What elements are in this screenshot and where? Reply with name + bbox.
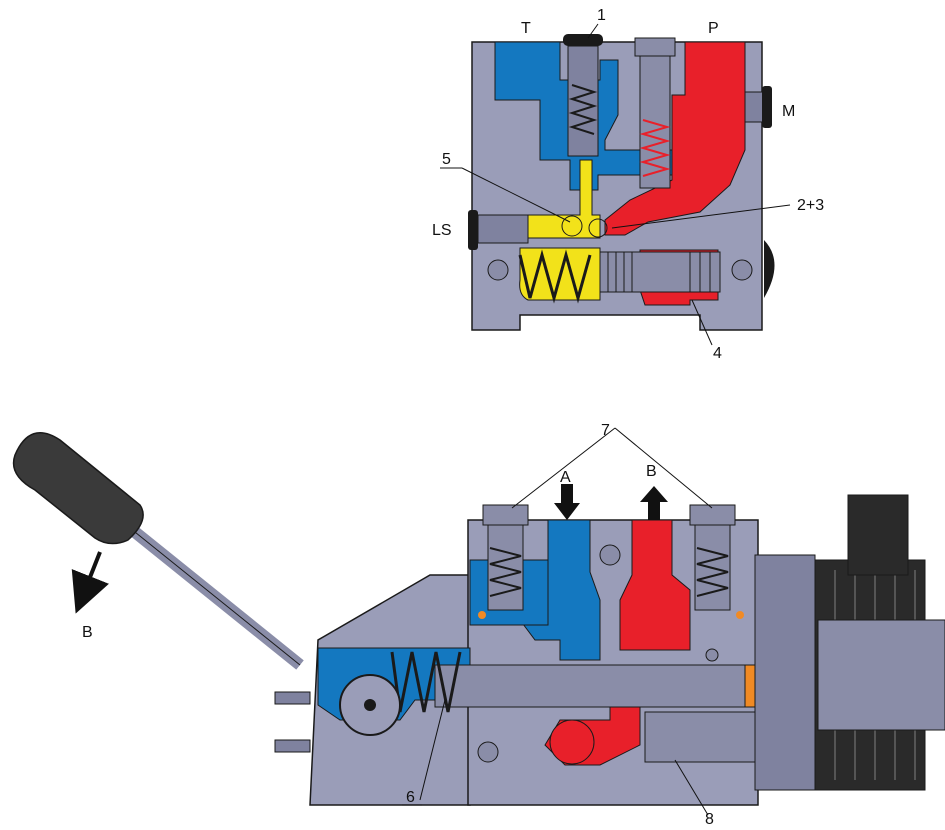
part-5-ring (561, 215, 583, 237)
lever-motion-arrow (71, 551, 109, 614)
m-port-plug (744, 91, 764, 123)
label-part-6: 6 (406, 789, 415, 806)
pressure-channel (604, 41, 746, 236)
bottom-hole-centre (599, 544, 621, 566)
leader-lines (402, 23, 791, 816)
pressure-cartridge-spring (639, 119, 671, 177)
bottom-hole-left-lower (477, 741, 499, 763)
housing-bolt-upper (274, 691, 311, 705)
bottom-hole-right-upper (736, 611, 744, 619)
label-part-5: 5 (442, 151, 451, 168)
port-b-arrow (640, 486, 668, 520)
ls-port-plug (477, 214, 529, 244)
label-t-port: T (521, 20, 531, 37)
spool-4-body (599, 251, 721, 293)
top-valve-block (468, 34, 775, 331)
lever-cam-pin (364, 699, 376, 711)
part-2-3-ring (588, 218, 608, 238)
valve-1-cap (563, 34, 603, 46)
bottom-valve-block (12, 432, 945, 806)
label-part-2-3: 2+3 (797, 197, 824, 214)
solenoid-flange (754, 554, 816, 791)
lower-pressure-chamber (549, 719, 595, 765)
ls-port-plug-head (468, 210, 478, 250)
spool-4-ridges (607, 252, 711, 292)
lever-knob (12, 432, 144, 545)
lever-rod-edge (119, 519, 301, 666)
m-port-plug-head (762, 86, 772, 128)
solenoid-connector (847, 494, 909, 576)
check-valve-7-left-spring (489, 547, 522, 597)
housing-bolt-lower (274, 739, 311, 753)
check-valve-7-right-spring (696, 547, 729, 597)
cartridge-8 (644, 711, 756, 763)
pressure-cartridge-cap (634, 37, 676, 57)
label-port-b: B (646, 463, 657, 480)
spool-4-spring (518, 249, 592, 304)
valve-1-spring (568, 84, 598, 135)
spool-orange-end (744, 664, 756, 708)
load-sense-channel (527, 159, 601, 239)
bottom-hole-right-lower (705, 648, 719, 662)
label-port-a: A (560, 469, 571, 486)
label-part-7: 7 (601, 422, 610, 439)
diagram-labels: T 1 P M 5 2+3 LS 4 7 A B B 6 8 (82, 7, 824, 828)
label-part-1: 1 (597, 7, 606, 24)
label-part-4: 4 (713, 345, 722, 362)
check-valve-7-left-cap (482, 504, 529, 526)
right-side-knob (764, 240, 775, 298)
port-a-arrow (554, 484, 580, 520)
bottom-hole-left-upper (478, 611, 486, 619)
port-b-channel (619, 519, 691, 651)
label-lever-b: B (82, 624, 93, 641)
label-m-port: M (782, 103, 795, 120)
label-part-8: 8 (705, 811, 714, 825)
label-ls-port: LS (432, 222, 452, 239)
solenoid-sleeve (817, 619, 945, 731)
label-p-port: P (708, 20, 719, 37)
top-port-hole-right (731, 259, 753, 281)
check-valve-7-right-cap (689, 504, 736, 526)
main-spool-6 (434, 664, 746, 708)
valve-1-body (567, 45, 599, 157)
top-port-hole-left (487, 259, 509, 281)
